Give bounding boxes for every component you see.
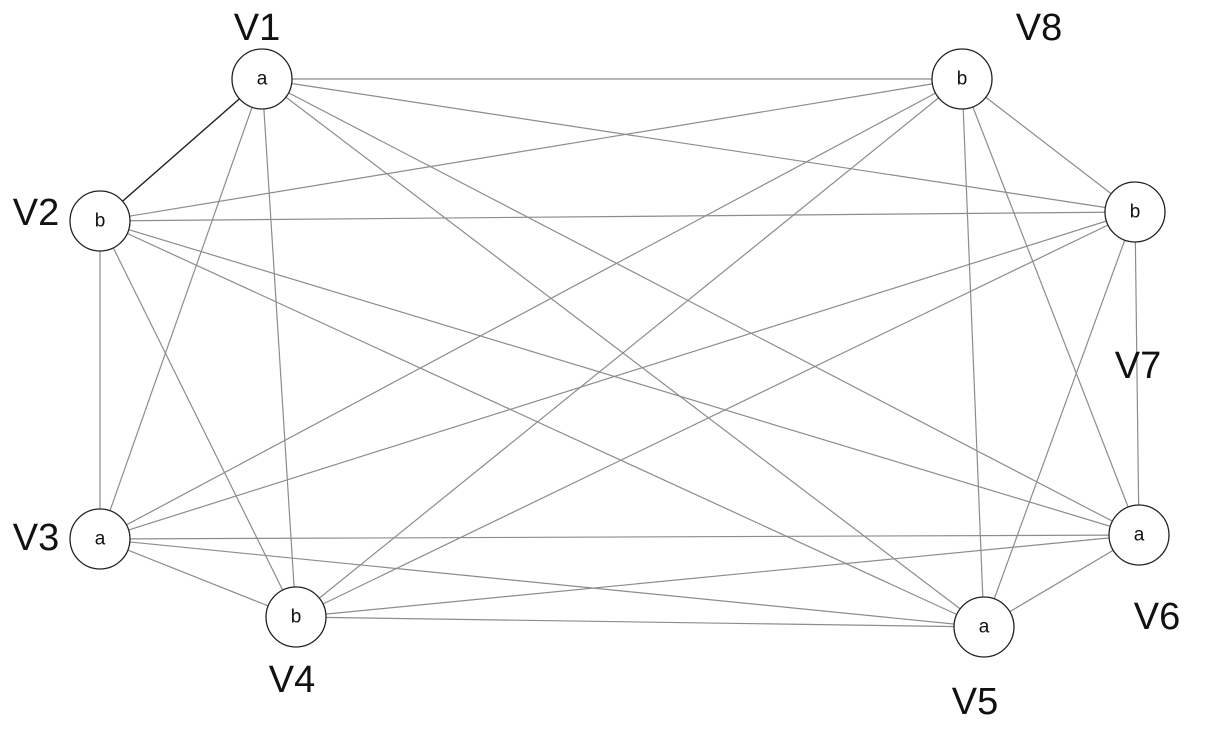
edge-v2-v6	[99, 220, 1140, 536]
node-v1: a	[231, 48, 293, 110]
node-value: b	[291, 607, 302, 628]
edge-v4-v6	[295, 534, 1140, 618]
vertex-label-v1: V1	[234, 7, 280, 49]
vertex-label-v4: V4	[269, 659, 315, 701]
node-v3: a	[69, 508, 131, 570]
vertex-label-v5: V5	[952, 681, 998, 723]
node-value: b	[95, 211, 106, 232]
node-v4: b	[265, 586, 327, 648]
edge-v3-v6	[99, 534, 1140, 540]
edge-v4-v7	[295, 211, 1136, 618]
edge-v8-v5	[961, 78, 985, 628]
edge-v4-v5	[295, 616, 985, 628]
edge-v1-v3	[99, 78, 263, 540]
node-circle	[931, 48, 993, 110]
node-v7: b	[1104, 181, 1166, 243]
edges-layer	[99, 78, 1140, 628]
node-value: b	[1130, 202, 1141, 223]
edge-v2-v8	[99, 78, 963, 222]
node-circle	[69, 508, 131, 570]
vertex-label-v2: V2	[13, 192, 59, 234]
edge-v7-v6	[1134, 211, 1140, 536]
node-value: b	[957, 69, 968, 90]
nodes-layer: a b a b a a b b	[69, 48, 1170, 658]
node-circle	[69, 190, 131, 252]
edge-v4-v8	[295, 78, 963, 618]
node-v2: b	[69, 190, 131, 252]
node-circle	[1108, 504, 1170, 566]
node-circle	[265, 586, 327, 648]
node-value: a	[95, 529, 106, 550]
edge-v1-v6	[261, 78, 1140, 536]
edge-v2-v4	[99, 220, 297, 618]
node-circle	[953, 596, 1015, 658]
node-value: a	[257, 69, 268, 90]
edge-v3-v5	[99, 538, 985, 628]
node-circle	[1104, 181, 1166, 243]
vertex-label-v7: V7	[1115, 345, 1161, 387]
node-value: a	[979, 617, 990, 638]
node-v8: b	[931, 48, 993, 110]
vertex-label-v6: V6	[1134, 596, 1180, 638]
node-circle	[231, 48, 293, 110]
edge-v1-v2	[99, 78, 263, 222]
edge-v2-v7	[99, 211, 1136, 222]
node-v5: a	[953, 596, 1015, 658]
edge-v1-v4	[261, 78, 297, 618]
edge-v3-v7	[99, 211, 1136, 540]
node-v6: a	[1108, 504, 1170, 566]
node-value: a	[1134, 525, 1145, 546]
edge-v3-v8	[99, 78, 963, 540]
vertex-label-v8: V8	[1016, 7, 1062, 49]
vertex-label-v3: V3	[13, 517, 59, 559]
edge-v7-v5	[983, 211, 1136, 628]
edge-v3-v4	[99, 538, 297, 618]
edge-v2-v5	[99, 220, 985, 628]
edge-v1-v7	[261, 78, 1136, 213]
edge-v8-v7	[961, 78, 1136, 213]
edge-v8-v6	[961, 78, 1140, 536]
